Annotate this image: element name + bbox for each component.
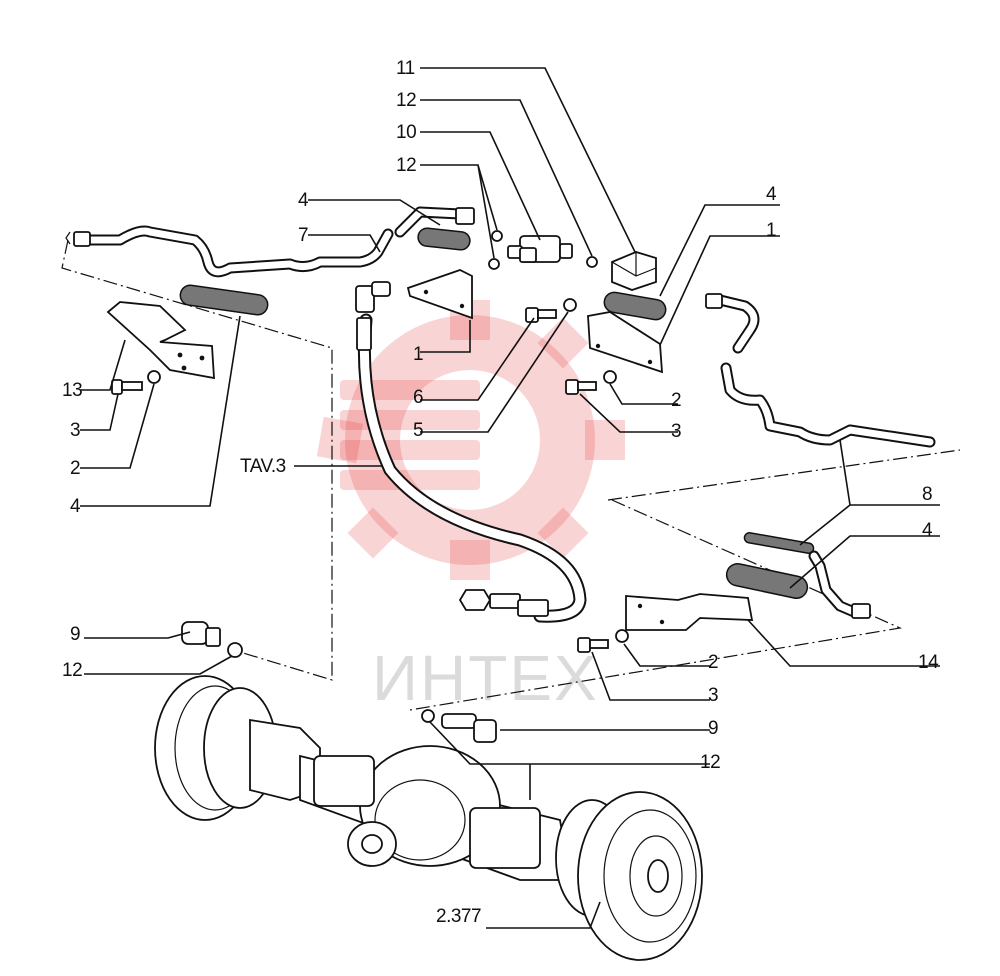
callout-2-lower: 2 (708, 652, 718, 673)
callout-6: 6 (413, 387, 423, 408)
pipe-8-segment (743, 532, 815, 554)
callout-4-lower-right: 4 (922, 520, 933, 541)
callout-2-right: 2 (671, 390, 681, 411)
callout-12-left: 12 (62, 660, 82, 681)
right-brake-pipe (705, 293, 936, 619)
plate-1-center (406, 269, 473, 320)
sleeve-4-top-left (417, 227, 471, 251)
callout-1-right: 1 (766, 220, 776, 241)
callout-13: 13 (62, 380, 82, 401)
screw-3-left (111, 379, 143, 395)
left-brake-pipe (65, 206, 475, 278)
sleeve-4-right (603, 291, 667, 321)
block-11 (611, 251, 657, 291)
washer-5 (563, 298, 577, 312)
callout-labels: 11 12 10 12 4 7 4 1 1 6 5 2 3 13 3 2 4 T… (62, 58, 940, 927)
callout-14: 14 (918, 652, 939, 673)
washer-12-lower (421, 709, 435, 723)
callout-9-left: 9 (70, 624, 80, 645)
callout-3-right: 3 (671, 421, 681, 442)
callout-tav3: TAV.3 (240, 456, 286, 477)
sleeve-4-lower-right (725, 563, 809, 599)
washer-2-left (147, 370, 161, 384)
screw-6 (525, 307, 557, 323)
leader-lines (80, 67, 940, 929)
fitting-10 (507, 235, 573, 263)
screw-3-lower (577, 637, 609, 653)
washer-2-right (603, 370, 617, 384)
bracket-13 (106, 301, 215, 380)
callout-3-left: 3 (70, 420, 80, 441)
callout-4-right-top: 4 (766, 184, 777, 205)
callout-axle-2377: 2.377 (436, 906, 481, 927)
callout-5: 5 (413, 420, 423, 441)
screw-3-right (565, 379, 597, 395)
bracket-14 (625, 593, 754, 631)
callout-8: 8 (922, 484, 932, 505)
callout-12-lower: 12 (700, 752, 720, 773)
callout-3-lower: 3 (708, 685, 718, 706)
callout-4-left-top: 4 (298, 190, 309, 211)
sensor-9-right (441, 713, 497, 743)
hose-tav3 (355, 281, 587, 623)
axle-assembly (154, 675, 703, 961)
callout-4-left: 4 (70, 496, 81, 517)
callout-11: 11 (396, 58, 415, 79)
callout-12-mid: 12 (396, 155, 416, 176)
sleeve-4-left (179, 284, 269, 316)
callout-12-top: 12 (396, 90, 416, 111)
sensor-9-left (181, 621, 221, 647)
assembly-lines (61, 239, 961, 711)
washer-2-lower (615, 629, 629, 643)
callout-1-center: 1 (413, 344, 423, 365)
callout-9-right: 9 (708, 718, 718, 739)
callout-10: 10 (396, 122, 416, 143)
watermark-text: ИНТЕХ (372, 642, 599, 714)
washer-12-a (491, 230, 503, 242)
plate-1-right (587, 311, 663, 374)
washer-12-c (586, 256, 598, 268)
callout-2-left: 2 (70, 458, 80, 479)
callout-7: 7 (298, 225, 308, 246)
washer-12-left (227, 642, 243, 658)
washer-12-b (488, 258, 500, 270)
